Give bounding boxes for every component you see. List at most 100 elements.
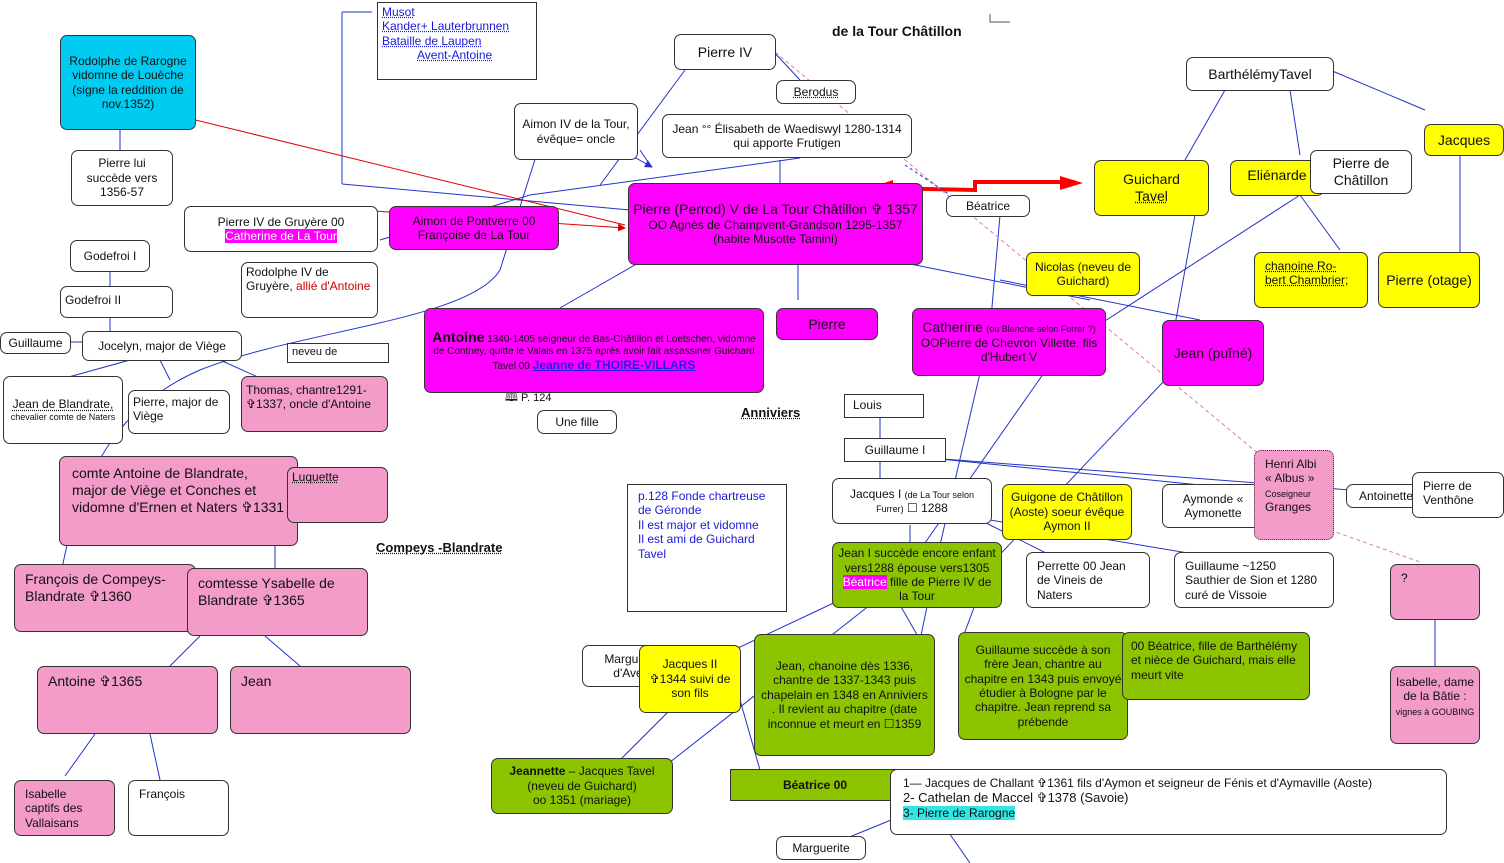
box-godefroi-ii: Godefroi II bbox=[60, 286, 173, 318]
box-comte-antoine: comte Antoine de Blandrate, major de Viè… bbox=[59, 456, 298, 546]
jacques-i-line-1: Jacques I bbox=[849, 486, 902, 501]
label-anniviers: Anniviers bbox=[741, 405, 801, 420]
spouses-line-1: 1— Jacques de Challant ✞1361 fils d'Aymo… bbox=[903, 776, 1373, 790]
box-jean-i: Jean I succède encore enfant vers1288 ép… bbox=[832, 542, 1002, 608]
box-beatrice-top: Béatrice bbox=[946, 195, 1030, 217]
antoine-main-link[interactable]: Jeanne de THOIRE-VILLARS bbox=[532, 357, 696, 372]
box-aimon-iv: Aimon IV de la Tour, évêque= oncle bbox=[514, 103, 638, 160]
box-beatrice-00: Béatrice 00 bbox=[730, 769, 900, 801]
pierre-iv-gruyere-line-2: Catherine de La Tour bbox=[225, 229, 337, 244]
box-antoine-main: Antoine 1340-1405 seigneur de Bas-Châtil… bbox=[424, 308, 764, 393]
box-guichard: Guichard Tavel bbox=[1094, 160, 1209, 216]
rodolphe-iv-line-1: Rodolphe IV de Gruyère, bbox=[246, 265, 329, 294]
box-nicolas: Nicolas (neveu de Guichard) bbox=[1026, 252, 1140, 296]
jean-blandrate-line-1: Jean de Blandrate, bbox=[12, 397, 114, 412]
box-pierre-lui: Pierre lui succède vers 1356-57 bbox=[71, 150, 173, 206]
jean-blandrate-line-2: chevalier comte de Naters bbox=[10, 411, 116, 422]
box-jacques-i: Jacques I (de La Tour selon Furrer) ☐ 12… bbox=[832, 478, 992, 524]
box-pierre-iv-gruyere: Pierre IV de Gruyère 00 Catherine de La … bbox=[184, 206, 378, 252]
jacques-i-note: (de La Tour selon Furrer) bbox=[876, 489, 975, 514]
spouses-line-2: 2- Cathelan de Maccel ✞1378 (Savoie) bbox=[903, 790, 1129, 806]
catherine-name: Catherine bbox=[922, 319, 983, 336]
p128-line-1: p.128 Fonde chartreuse de Géronde bbox=[638, 489, 766, 518]
box-ysabelle: comtesse Ysabelle de Blandrate ✞1365 bbox=[187, 568, 368, 636]
box-elienarde: Eliénarde bbox=[1230, 160, 1324, 196]
henri-note: Coseigneur bbox=[1265, 488, 1312, 499]
box-luquette: Luquette bbox=[287, 467, 388, 523]
box-francois: François bbox=[128, 780, 229, 836]
box-rodolphe-rarogne: Rodolphe de Rarogne vidomne de Louèche (… bbox=[60, 35, 196, 130]
box-jean-puine: Jean (puîné) bbox=[1162, 320, 1264, 386]
box-pierre-otage: Pierre (otage) bbox=[1378, 252, 1480, 308]
spouses-line-3: 3- Pierre de Rarogne bbox=[903, 805, 1016, 820]
aimon-pontverre-line-1: Aimon de Pontverre 00 bbox=[412, 213, 536, 228]
box-neveu-de: neveu de bbox=[287, 343, 389, 363]
box-pierre-major: Pierre, major de Viège bbox=[128, 390, 230, 434]
p128-line-2: Il est major et vidomne bbox=[638, 517, 759, 532]
box-thomas: Thomas, chantre1291-✞1337, oncle d'Antoi… bbox=[241, 376, 388, 432]
antoine-main-name: Antoine bbox=[432, 328, 485, 345]
label-compeys: Compeys -Blandrate bbox=[376, 540, 503, 555]
antoine-main-text: 1340-1405 seigneur de Bas-Châtillon et L… bbox=[433, 333, 756, 372]
box-jean-elisabeth: Jean °° Élisabeth de Waediswyl 1280-1314… bbox=[662, 114, 912, 158]
musot-line-2: Kander+ Lauterbrunnen bbox=[382, 19, 510, 34]
box-aymonde: Aymonde « Aymonette bbox=[1162, 484, 1264, 528]
box-question: ? bbox=[1390, 564, 1480, 620]
aimon-pontverre-line-2: Françoise de La Tour bbox=[417, 228, 531, 242]
chanoine-text: chanoine Ro-bert Chambrier; bbox=[1265, 259, 1349, 288]
box-berodus: Berodus bbox=[776, 80, 856, 104]
jean-i-line-1: Jean I succède encore enfant vers1288 ép… bbox=[838, 546, 996, 575]
box-pierre-venthone: Pierre de Venthône bbox=[1412, 472, 1504, 518]
isabelle-batie-line-1: Isabelle, dame de la Bâtie : bbox=[1395, 675, 1475, 704]
guichard-line-2: Tavel bbox=[1135, 188, 1168, 204]
label-page-124: 🕮 P. 124 bbox=[505, 392, 552, 404]
box-pierre-v: Pierre (Perrod) V de La Tour Châtillon ✞… bbox=[628, 183, 923, 265]
box-une-fille: Une fille bbox=[537, 410, 617, 434]
box-jean-chanoine: Jean, chanoine dès 1336, chantre de 1337… bbox=[754, 634, 935, 756]
box-pierre-mid: Pierre bbox=[776, 308, 878, 340]
box-guigone: Guigone de Châtillon (Aoste) soeur évêqu… bbox=[1002, 484, 1132, 540]
catherine-note: (ou Blanche selon Furrer ?) bbox=[986, 324, 1096, 335]
box-spouses: 1— Jacques de Challant ✞1361 fils d'Aymo… bbox=[890, 769, 1447, 835]
p128-line-3: Il est ami de Guichard Tavel bbox=[638, 532, 755, 561]
pierre-v-line-2: OO Agnès de Champvent-Grandson 1295-1357… bbox=[648, 218, 903, 247]
box-p128: p.128 Fonde chartreuse de Géronde Il est… bbox=[627, 484, 787, 612]
jean-i-highlight: Béatrice bbox=[842, 575, 887, 589]
jean-i-line-2: fille de Pierre IV de la Tour bbox=[889, 575, 992, 604]
box-beatrice-00-right: 00 Béatrice, fille de Barthélémy et nièc… bbox=[1122, 632, 1310, 700]
box-jacques-right: Jacques bbox=[1424, 124, 1504, 156]
box-jacques-ii: Jacques II ✞1344 suivi de son fils bbox=[639, 645, 741, 713]
box-godefroi-i: Godefroi I bbox=[70, 240, 150, 272]
musot-line-1: Musot bbox=[382, 5, 415, 19]
box-isabelle-captifs: Isabelle captifs des Vallaisans bbox=[14, 780, 115, 836]
box-pierre-iv: Pierre IV bbox=[674, 34, 776, 70]
musot-line-3: Bataille de Laupen bbox=[382, 33, 482, 48]
box-antoine-1365: Antoine ✞1365 bbox=[37, 666, 218, 734]
book-icon: 🕮 bbox=[505, 392, 518, 404]
box-rodolphe-iv: Rodolphe IV de Gruyère, allié d'Antoine bbox=[241, 262, 378, 318]
luquette-text: Luquette bbox=[292, 470, 339, 484]
box-henri: Henri Albi « Albus » Coseigneur Granges bbox=[1254, 450, 1334, 540]
box-jean-left: Jean bbox=[230, 666, 411, 734]
box-louis: Louis bbox=[844, 394, 924, 418]
box-guillaume-succede: Guillaume succède à son frère Jean, chan… bbox=[958, 632, 1128, 740]
box-catherine: Catherine (ou Blanche selon Furrer ?) OO… bbox=[912, 308, 1106, 376]
diagram-title: de la Tour Châtillon bbox=[832, 23, 962, 39]
isabelle-batie-note: vignes à GOUBING bbox=[1395, 706, 1475, 717]
box-jean-blandrate: Jean de Blandrate, chevalier comte de Na… bbox=[3, 376, 123, 444]
box-francois-compeys: François de Compeys-Blandrate ✞1360 bbox=[14, 564, 196, 632]
jeannette-name: Jeannette bbox=[509, 764, 566, 779]
rodolphe-iv-line-2: allié d'Antoine bbox=[296, 279, 371, 294]
box-marguerite-bottom: Marguerite bbox=[776, 836, 866, 860]
box-perrette: Perrette 00 Jean de Vineis de Naters bbox=[1026, 552, 1150, 608]
pierre-v-line-1: Pierre (Perrod) V de La Tour Châtillon ✞… bbox=[633, 201, 918, 218]
musot-line-4: Avent-Antoine bbox=[417, 48, 493, 63]
jeannette-line-2: oo 1351 (mariage) bbox=[532, 793, 632, 808]
box-jocelyn: Jocelyn, major de Viège bbox=[82, 331, 242, 361]
box-isabelle-batie: Isabelle, dame de la Bâtie : vignes à GO… bbox=[1390, 666, 1480, 744]
catherine-line-2: OOPierre de Chevron Villette, fils d'Hub… bbox=[920, 336, 1098, 365]
box-guillaume-1250: Guillaume ~1250 Sauthier de Sion et 1280… bbox=[1174, 552, 1334, 608]
box-musot: Musot Kander+ Lauterbrunnen Bataille de … bbox=[377, 2, 537, 80]
box-pierre-chatillon: Pierre de Châtillon bbox=[1310, 150, 1412, 194]
box-jeannette: Jeannette – Jacques Tavel (neveu de Guic… bbox=[491, 758, 673, 814]
